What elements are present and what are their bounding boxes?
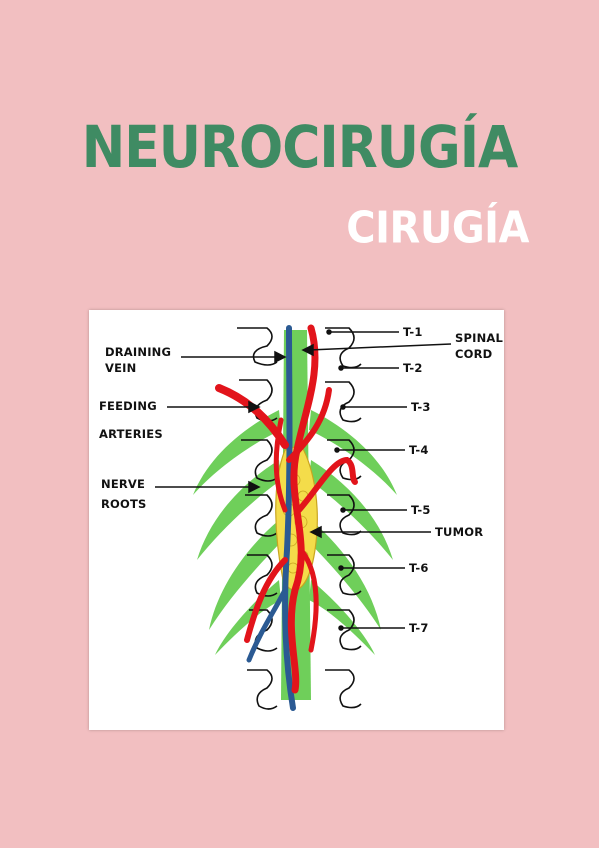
label-t2: T-2 [403,361,423,375]
spinal-tumor-diagram: DRAINING VEIN FEEDING ARTERIES NERVE ROO… [99,324,504,711]
label-draining-vein-1: DRAINING [105,345,171,359]
subtitle: CIRUGÍA [346,202,529,254]
spine-illustration: DRAINING VEIN FEEDING ARTERIES NERVE ROO… [89,310,504,730]
label-nerve-roots-2: ROOTS [101,497,147,511]
label-tumor: TUMOR [435,525,483,539]
label-nerve-roots-1: NERVE [101,477,145,491]
draining-vein-vessel [246,325,296,711]
feeding-arteries-vessels [215,324,358,694]
label-draining-vein-2: VEIN [105,361,136,375]
right-pointers [301,329,452,631]
title: NEUROCIRUGÍA [81,114,519,182]
label-spinal-cord-2: CORD [455,347,492,361]
label-feeding-arteries-1: FEEDING [99,399,157,413]
label-t7: T-7 [409,621,429,635]
label-t3: T-3 [411,400,431,414]
label-t5: T-5 [411,503,431,517]
label-feeding-arteries-2: ARTERIES [99,427,163,441]
label-spinal-cord-1: SPINAL [455,331,504,345]
label-t4: T-4 [409,443,429,457]
label-t1: T-1 [403,325,423,339]
label-t6: T-6 [409,561,429,575]
left-pointers [155,350,287,494]
